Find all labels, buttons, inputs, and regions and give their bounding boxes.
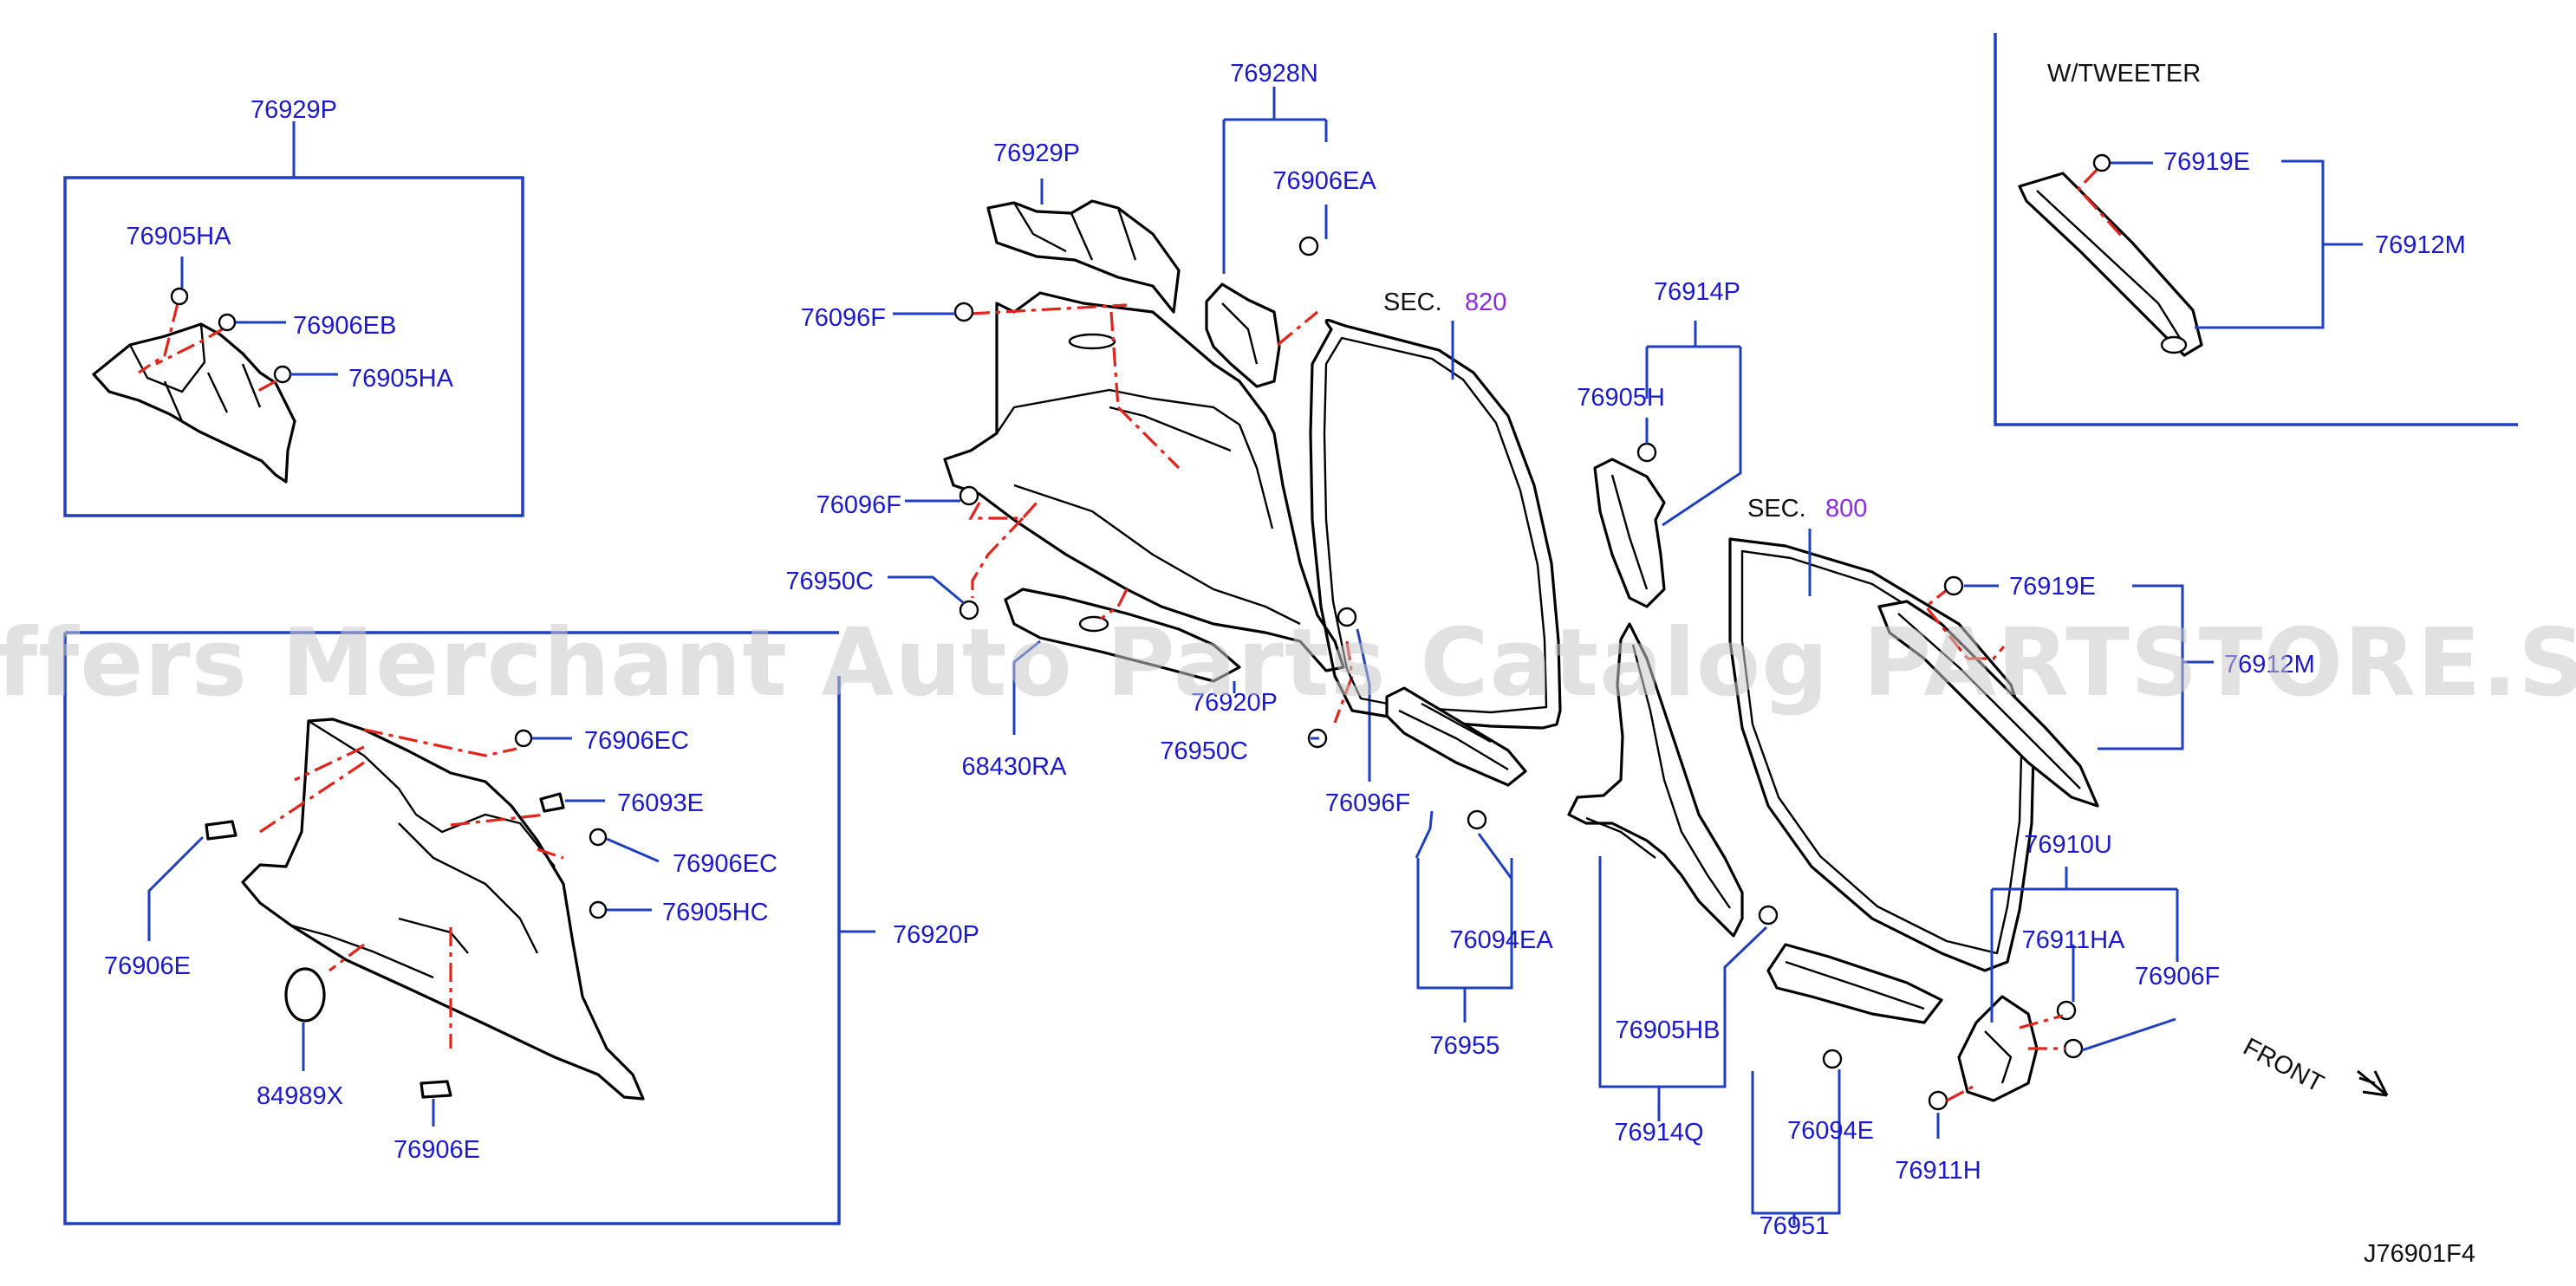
- label-76096F-b[interactable]: 76096F: [816, 491, 901, 519]
- label-76906EC-b[interactable]: 76906EC: [673, 850, 777, 878]
- label-76950C-a[interactable]: 76950C: [785, 568, 874, 595]
- watermark-text: Offers Merchant Auto Parts Catalog PARTS…: [0, 609, 2576, 718]
- label-76905H[interactable]: 76905H: [1577, 384, 1665, 412]
- label-76912M-a[interactable]: 76912M: [2375, 231, 2466, 259]
- label-68430RA[interactable]: 68430RA: [962, 753, 1068, 781]
- label-76905HA-a[interactable]: 76905HA: [127, 223, 232, 250]
- variant-label: W/TWEETER: [2047, 60, 2201, 88]
- inset-box-top-right: [1994, 33, 2518, 426]
- lower-pillar-76914Q: [1567, 622, 1779, 1121]
- inset-box-bottom-left: [63, 631, 875, 1225]
- upper-pillar-76914P: [1593, 321, 1742, 608]
- label-76929P-a[interactable]: 76929P: [250, 96, 337, 124]
- front-arrow-icon: [2357, 1069, 2389, 1097]
- label-76905HA-b[interactable]: 76905HA: [348, 365, 454, 393]
- label-76906E-a[interactable]: 76906E: [104, 952, 191, 980]
- weatherstrip-sec800: [1728, 529, 2035, 972]
- label-76920P-b[interactable]: 76920P: [893, 921, 979, 949]
- rear-sill-and-bracket: [1751, 867, 2179, 1225]
- quarter-trim-upper-right: [1877, 575, 2214, 808]
- label-76096F-a[interactable]: 76096F: [801, 304, 886, 332]
- label-76094EA[interactable]: 76094EA: [1449, 926, 1553, 954]
- label-76919E-a[interactable]: 76919E: [2163, 148, 2250, 176]
- label-76911HA[interactable]: 76911HA: [2022, 926, 2125, 954]
- label-76911H[interactable]: 76911H: [1895, 1157, 1981, 1185]
- label-76951[interactable]: 76951: [1760, 1212, 1830, 1240]
- label-76928N[interactable]: 76928N: [1230, 60, 1318, 88]
- label-76914P[interactable]: 76914P: [1654, 278, 1740, 306]
- label-76905HC[interactable]: 76905HC: [662, 899, 769, 926]
- label-76920P-a[interactable]: 76920P: [1191, 689, 1278, 717]
- diagram-code: J76901F4: [2364, 1240, 2475, 1268]
- main-quarter-trim: [888, 87, 1371, 782]
- section-prefix-800: SEC.: [1747, 495, 1806, 523]
- front-label: FRONT: [2239, 1033, 2328, 1098]
- label-76912M-b[interactable]: 76912M: [2224, 651, 2315, 679]
- label-76950C-b[interactable]: 76950C: [1160, 737, 1248, 765]
- label-76096F-c[interactable]: 76096F: [1325, 789, 1410, 817]
- weatherstrip-sec820: [1309, 319, 1562, 730]
- label-76093E[interactable]: 76093E: [617, 789, 704, 817]
- label-76906EB[interactable]: 76906EB: [293, 312, 396, 340]
- label-76906EA[interactable]: 76906EA: [1272, 167, 1376, 195]
- label-76929P-b[interactable]: 76929P: [993, 140, 1080, 167]
- label-76919E-b[interactable]: 76919E: [2009, 573, 2096, 601]
- label-76906EC-a[interactable]: 76906EC: [584, 727, 689, 755]
- kick-plate: [1385, 686, 1527, 1023]
- section-number-820[interactable]: 820: [1465, 289, 1506, 316]
- label-76914Q[interactable]: 76914Q: [1614, 1119, 1703, 1146]
- labels: 76929P 76905HA 76906EB 76905HA 76929P 76…: [104, 60, 2475, 1268]
- label-84989X[interactable]: 84989X: [257, 1082, 343, 1110]
- section-prefix-820: SEC.: [1383, 289, 1442, 316]
- label-76906F[interactable]: 76906F: [2135, 963, 2220, 990]
- inset-box-top-left: [63, 121, 524, 517]
- section-number-800[interactable]: 800: [1825, 495, 1867, 523]
- label-76906E-b[interactable]: 76906E: [394, 1136, 480, 1164]
- label-76905HB[interactable]: 76905HB: [1616, 1016, 1721, 1044]
- label-76910U[interactable]: 76910U: [2024, 831, 2112, 859]
- label-76955[interactable]: 76955: [1430, 1032, 1500, 1060]
- label-76094E[interactable]: 76094E: [1787, 1117, 1874, 1145]
